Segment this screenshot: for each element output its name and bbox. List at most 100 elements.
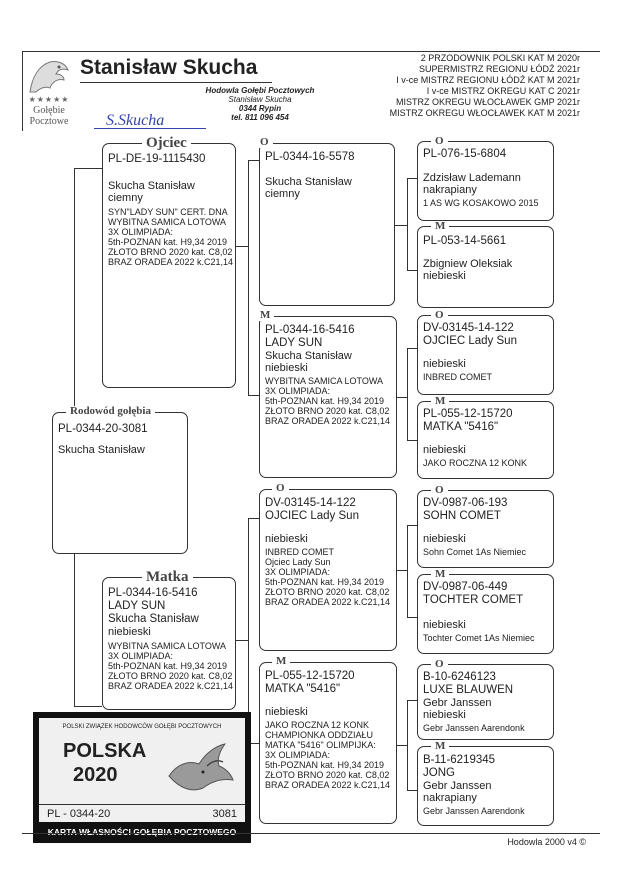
sex-label-o: O — [431, 136, 448, 147]
connector — [248, 160, 260, 161]
sire-note: SYN"LADY SUN" CERT. DNA — [108, 207, 228, 217]
sire-dam-note: WYBITNA SAMICA LOTOWA — [265, 376, 384, 386]
sire-dam-note: ZŁOTO BRNO 2020 kat. C8,02 — [265, 406, 390, 416]
header-left-rule — [22, 51, 23, 131]
sire-note: WYBITNA SAMICA LOTOWA — [108, 217, 227, 227]
dd-sire-name: LUXE BLAUWEN — [423, 684, 514, 696]
subject-box: PL-0344-20-3081 Skucha Stanisław — [52, 412, 188, 554]
signature: S.Skucha — [106, 112, 165, 129]
connector — [407, 348, 417, 349]
connector — [248, 518, 249, 743]
logo-text: Gołębie Pocztowe — [18, 105, 80, 127]
sd-sire-name: OJCIEC Lady Sun — [423, 335, 517, 347]
dam-sire-color: niebieski — [265, 533, 308, 545]
sire-note: 5th-POZNAN kat. H9,34 2019 — [108, 237, 228, 247]
dam-breeder: Skucha Stanisław — [108, 613, 199, 625]
sex-label-o: O — [431, 310, 448, 321]
sire-dam-color: niebieski — [265, 362, 308, 374]
ds-sire-ring: DV-0987-06-193 — [423, 497, 508, 509]
dd-sire-breeder: Gebr Janssen — [423, 697, 492, 709]
sex-label-o: O — [431, 659, 448, 670]
dam-dam-ring: PL-055-12-15720 — [265, 670, 355, 682]
dam-label: Matka — [142, 570, 193, 585]
title-line-3: I v-ce MISTRZ REGIONU ŁÓDŹ KAT M 2021r — [396, 75, 580, 85]
sd-dam-name: MATKA "5416" — [423, 421, 499, 433]
dam-sire-note: Ojciec Lady Sun — [265, 557, 331, 567]
dam-sire-note: BRAZ ORADEA 2022 k.C21,14 — [265, 597, 391, 607]
dd-sire-ring: B-10-6246123 — [423, 671, 496, 683]
dam-sire-note: ZŁOTO BRNO 2020 kat. C8,02 — [265, 587, 390, 597]
connector — [397, 570, 407, 571]
dd-sire-note: Gebr Janssen Aarendonk — [423, 723, 525, 733]
dd-sire-box: B-10-6246123 LUXE BLAUWEN Gebr Janssen n… — [417, 664, 554, 740]
sd-sire-ring: DV-03145-14-122 — [423, 322, 514, 334]
dam-note: BRAZ ORADEA 2022 k.C21,14 — [108, 681, 234, 691]
ss-dam-ring: PL-053-14-5661 — [423, 235, 507, 247]
sex-label-m: M — [431, 396, 450, 407]
ss-sire-note: 1 AS WG KOSAKOWO 2015 — [423, 198, 539, 208]
card-divider — [39, 804, 245, 805]
sex-label-o: O — [431, 485, 448, 496]
dd-sire-color: niebieski — [423, 709, 466, 721]
connector — [407, 178, 408, 270]
sire-sire-box: PL-0344-16-5578 Skucha Stanisław ciemny — [259, 143, 395, 306]
ss-dam-color: niebieski — [423, 270, 466, 282]
dam-dam-note: 5th-POZNAN kat. H9,34 2019 — [265, 760, 385, 770]
card-org: POLSKI ZWIĄZEK HODOWCÓW GOŁĘBI POCZTOWYC… — [62, 724, 222, 730]
ss-dam-box: PL-053-14-5661 Zbigniew Oleksiak niebies… — [417, 226, 554, 308]
connector — [248, 743, 260, 744]
sire-note: 3X OLIMPIADA: — [108, 227, 174, 237]
sire-breeder: Skucha Stanisław — [108, 180, 195, 192]
header-top-rule — [22, 51, 600, 52]
address-line-2: Stanisław Skucha — [228, 95, 292, 104]
connector — [407, 700, 408, 790]
address-line-4: tel. 811 096 454 — [231, 113, 289, 122]
card-ring-right: 3081 — [212, 808, 237, 820]
dam-dam-note: MATKA "5416" OLIMPIJKA: — [265, 740, 376, 750]
sire-dam-note: 5th-POZNAN kat. H9,34 2019 — [265, 396, 385, 406]
sire-label: Ojciec — [142, 136, 191, 151]
ds-dam-box: DV-0987-06-449 TOCHTER COMET niebieski T… — [417, 574, 554, 654]
connector — [407, 178, 417, 179]
sire-dam-box: PL-0344-16-5416 LADY SUN Skucha Stanisła… — [259, 316, 397, 478]
sd-sire-color: niebieski — [423, 358, 466, 370]
connector — [74, 553, 75, 706]
logo-stars: ★★★★★ — [28, 95, 70, 104]
dam-ring: PL-0344-16-5416 — [108, 587, 198, 599]
sd-dam-box: PL-055-12-15720 MATKA "5416" niebieski J… — [417, 401, 554, 479]
sex-label-o: O — [256, 137, 273, 148]
dd-dam-breeder: Gebr Janssen — [423, 780, 492, 792]
connector — [407, 348, 408, 440]
signature-underline — [94, 128, 206, 129]
dam-sire-note: 3X OLIMPIADA: — [265, 567, 331, 577]
logo-line-2: Pocztowe — [29, 116, 69, 127]
ds-dam-ring: DV-0987-06-449 — [423, 581, 508, 593]
connector — [407, 617, 417, 618]
card-footer: KARTA WŁASNOŚCI GOŁĘBIA POCZTOWEGO — [47, 827, 237, 837]
card-year: 2020 — [73, 764, 118, 786]
sire-dam-breeder: Skucha Stanisław — [265, 350, 352, 362]
dam-sire-note: INBRED COMET — [265, 547, 335, 557]
connector — [74, 706, 102, 707]
ss-sire-ring: PL-076-15-6804 — [423, 148, 507, 160]
dam-sire-box: DV-03145-14-122 OJCIEC Lady Sun niebiesk… — [259, 489, 397, 651]
sire-note: ZŁOTO BRNO 2020 kat. C8,02 — [108, 247, 233, 257]
sire-sire-color: ciemny — [265, 188, 300, 200]
ss-sire-box: PL-076-15-6804 Zdzisław Lademann nakrapi… — [417, 141, 554, 221]
ds-dam-note: Tochter Comet 1As Niemiec — [423, 633, 535, 643]
card-ring-left: PL - 0344-20 — [47, 808, 111, 820]
footer-rule — [22, 833, 600, 834]
dd-dam-box: B-11-6219345 JONG Gebr Janssen nakrapian… — [417, 746, 554, 826]
breeder-address: Hodowla Gołębi Pocztowych Stanisław Skuc… — [200, 86, 320, 122]
dam-sire-name: OJCIEC Lady Sun — [265, 510, 359, 522]
dam-dam-note: 3X OLIMPIADA: — [265, 750, 331, 760]
ss-dam-breeder: Zbigniew Oleksiak — [423, 258, 513, 270]
address-line-1: Hodowla Gołębi Pocztowych — [205, 86, 315, 95]
dam-note: ZŁOTO BRNO 2020 kat. C8,02 — [108, 671, 233, 681]
dam-color: niebieski — [108, 626, 151, 638]
sex-label-m: M — [431, 741, 450, 752]
connector — [407, 700, 417, 701]
dam-note: 5th-POZNAN kat. H9,34 2019 — [108, 661, 228, 671]
title-line-5: MISTRZ OKREGU WŁOCŁAWEK GMP 2021r — [395, 97, 580, 107]
sire-ring: PL-DE-19-1115430 — [108, 153, 206, 165]
